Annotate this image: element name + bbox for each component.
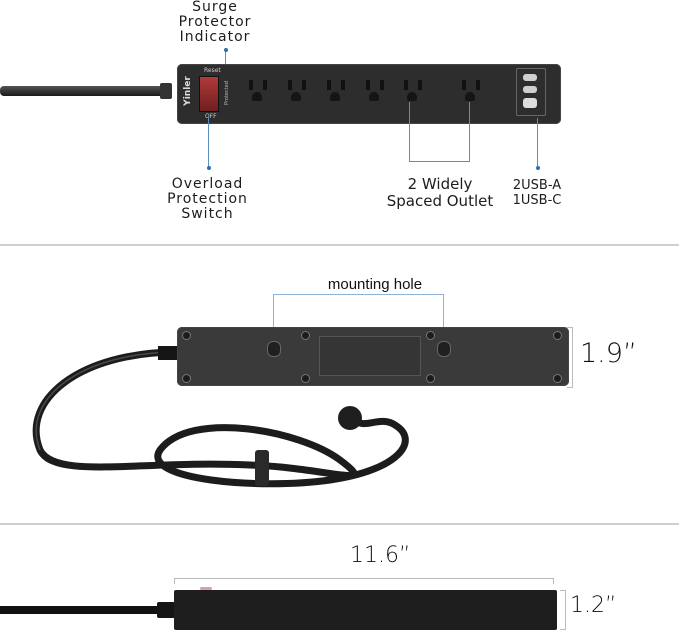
label-line: Spaced Outlet — [386, 192, 494, 210]
overload-switch[interactable] — [199, 76, 219, 112]
label-line: Indicator — [179, 29, 251, 45]
length-bracket — [174, 578, 554, 584]
mounting-hole-label: mounting hole — [327, 276, 423, 293]
screw-5 — [182, 374, 191, 383]
screw-3 — [426, 331, 435, 340]
cord-strain-relief — [160, 83, 172, 99]
mounting-leader-right — [443, 294, 444, 334]
thickness-bracket — [560, 590, 566, 630]
label-line: Protection — [167, 191, 248, 207]
label-line: 2USB-A — [512, 178, 562, 193]
power-strip-front: Yinler Reset OFF Protected — [177, 64, 561, 124]
usb-leader-line — [537, 118, 538, 168]
outlet-1 — [245, 76, 271, 106]
outlet-6 — [458, 76, 484, 106]
label-line: 2 Widely — [407, 175, 473, 193]
screw-2 — [301, 331, 310, 340]
screw-7 — [426, 374, 435, 383]
power-strip-side — [174, 590, 557, 630]
outlet-leader-right — [469, 102, 470, 162]
screw-1 — [182, 331, 191, 340]
label-line: Surge — [192, 0, 238, 15]
section-divider-2 — [0, 523, 679, 525]
label-line: Protector — [178, 14, 252, 30]
switch-nub — [200, 587, 212, 590]
mounting-leader-left — [273, 294, 274, 334]
switch-off-label: OFF — [205, 113, 217, 120]
section-divider-1 — [0, 244, 679, 246]
usb-c-port — [523, 98, 537, 108]
outlet-4 — [362, 76, 388, 106]
screw-4 — [553, 331, 562, 340]
outlet-3 — [323, 76, 349, 106]
mounting-hole-left — [267, 341, 281, 357]
mounting-leader-top — [273, 294, 443, 295]
label-line: Switch — [181, 206, 234, 222]
outlet-5 — [400, 76, 426, 106]
velcro-strap — [255, 450, 269, 486]
power-strip-back — [177, 327, 569, 386]
brand-logo: Yinler — [182, 76, 193, 106]
surge-leader-dot — [224, 48, 228, 52]
thickness-dimension: 1.2” — [570, 593, 617, 618]
usb-a-port-1 — [523, 74, 537, 81]
height-bracket — [567, 327, 573, 388]
flat-plug — [338, 406, 362, 430]
coiled-power-cord — [32, 346, 409, 488]
surge-protector-label: Surge Protector Indicator — [160, 0, 270, 45]
overload-leader-line — [208, 118, 209, 168]
screw-6 — [301, 374, 310, 383]
side-cord-strain-relief — [157, 602, 175, 618]
overload-switch-label: Overload Protection Switch — [150, 177, 265, 222]
mounting-hole-right — [437, 341, 451, 357]
power-cord — [0, 86, 168, 96]
side-cord — [0, 606, 165, 614]
outlet-leader-bottom — [409, 161, 470, 162]
usb-ports-label: 2USB-A 1USB-C — [505, 178, 569, 208]
overload-leader-dot — [207, 166, 211, 170]
height-dimension: 1.9” — [580, 338, 637, 369]
outlet-2 — [284, 76, 310, 106]
usb-leader-dot — [536, 166, 540, 170]
length-dimension: 11.6” — [350, 543, 411, 568]
label-line: 1USB-C — [512, 193, 562, 208]
widely-spaced-outlet-label: 2 Widely Spaced Outlet — [380, 176, 500, 210]
screw-8 — [553, 374, 562, 383]
usb-port-panel — [516, 68, 546, 116]
usb-a-port-2 — [523, 86, 537, 93]
certification-label-plate — [319, 336, 421, 376]
switch-reset-label: Reset — [204, 67, 221, 74]
outlet-leader-left — [409, 102, 410, 162]
label-line: Overload — [171, 176, 244, 192]
protected-indicator: Protected — [223, 81, 230, 105]
